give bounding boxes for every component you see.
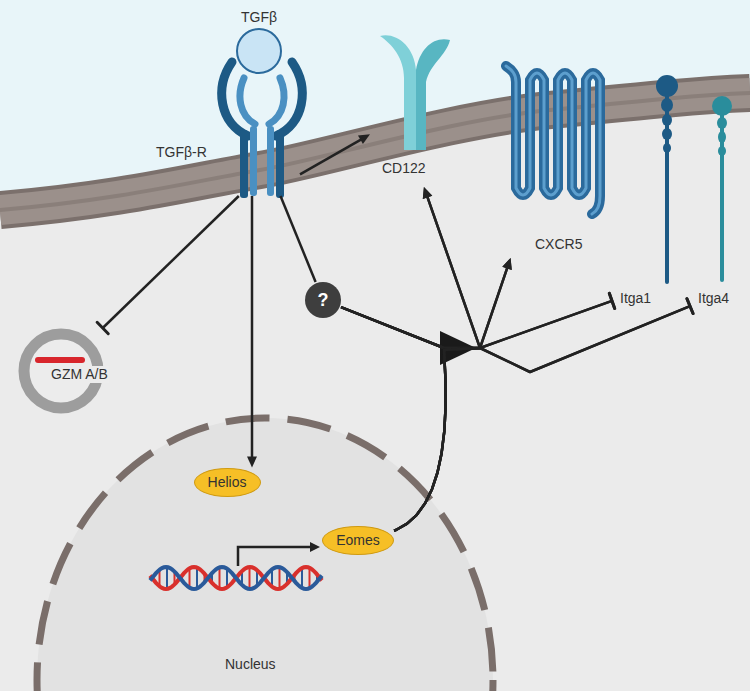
connector xyxy=(341,306,690,372)
dna-rung xyxy=(166,567,168,589)
node-label: Itga4 xyxy=(698,290,729,307)
itga1-integrin xyxy=(656,75,678,97)
connector xyxy=(394,301,612,531)
itga1-integrin xyxy=(663,143,671,153)
connector xyxy=(251,196,254,460)
cxcr5-receptor xyxy=(506,66,600,214)
node-label: GZM A/B xyxy=(50,366,109,383)
itga4-integrin xyxy=(718,131,726,143)
node-label: CD122 xyxy=(382,160,426,177)
itga4-integrin xyxy=(718,146,726,156)
cxcr5-receptor xyxy=(506,66,600,214)
itga1-integrin xyxy=(662,128,672,140)
tgfb-receptor xyxy=(276,62,302,136)
cd122-receptor xyxy=(380,35,450,150)
itga4-integrin xyxy=(717,117,727,129)
connector xyxy=(341,195,480,348)
dna-strand xyxy=(150,567,322,589)
tgfb-receptor xyxy=(222,62,248,136)
receptor: TGFβ-R xyxy=(150,56,300,196)
connector xyxy=(394,306,690,530)
ligand-circle: TGFβ xyxy=(236,28,282,74)
tgfb-receptor xyxy=(267,126,274,196)
membrane-core xyxy=(0,93,750,210)
membrane-inner xyxy=(0,93,750,210)
granule-vesicle xyxy=(38,357,82,363)
node-label: CXCR5 xyxy=(535,236,582,253)
tgfb-receptor xyxy=(222,62,302,198)
tgfb-receptor xyxy=(240,130,248,198)
dna-helix xyxy=(150,567,322,589)
cd122-receptor xyxy=(380,35,416,150)
connector xyxy=(103,196,239,328)
connector xyxy=(394,266,508,531)
tgfb-receptor xyxy=(250,126,257,196)
connector xyxy=(281,196,316,282)
nucleus-shape xyxy=(37,418,493,691)
dna-rung xyxy=(301,568,303,588)
receptor: CXCR5 xyxy=(505,58,610,258)
dna-strand xyxy=(150,567,322,589)
dna-rung xyxy=(196,568,198,589)
itga4-integrin xyxy=(712,96,732,280)
protein-ellipse: Eomes xyxy=(322,526,394,555)
dna-rung xyxy=(309,568,311,588)
tgfb-receptor xyxy=(240,78,255,124)
node-label: Nucleus xyxy=(225,656,276,673)
itga1-integrin xyxy=(656,75,678,282)
nucleus: Nucleus HeliosEomes xyxy=(37,418,493,691)
dna-rung xyxy=(279,567,281,589)
integrin: Itga1 xyxy=(612,70,690,312)
receptor: CD122 xyxy=(370,22,452,187)
node-label: Helios xyxy=(208,474,247,491)
dna-rung xyxy=(249,567,251,589)
node-label: ? xyxy=(318,290,329,310)
connector xyxy=(300,138,363,174)
itga1-integrin xyxy=(661,98,673,112)
promoter-arrow xyxy=(238,547,311,566)
promoter-arrow xyxy=(310,542,320,552)
itga1-integrin xyxy=(662,114,672,126)
connector xyxy=(394,195,480,531)
dna-rung xyxy=(219,567,221,588)
protein-ellipse: Helios xyxy=(194,468,261,497)
cxcr5-receptor xyxy=(506,66,600,214)
tgfb-receptor xyxy=(269,78,284,124)
vesicle: GZM A/B xyxy=(18,328,104,414)
tgfb-receptor xyxy=(276,130,284,198)
promoter-arrow xyxy=(238,542,320,566)
membrane-outer xyxy=(0,93,750,210)
node-label: Itga1 xyxy=(620,290,651,307)
itga4-integrin xyxy=(712,96,732,116)
cd122-receptor xyxy=(416,39,450,150)
node-label: TGFβ-R xyxy=(156,144,207,161)
node-label: Eomes xyxy=(336,532,380,549)
integrin: Itga4 xyxy=(690,95,746,315)
node-label: TGFβ xyxy=(241,9,277,26)
unknown-circle: ? xyxy=(305,282,341,318)
